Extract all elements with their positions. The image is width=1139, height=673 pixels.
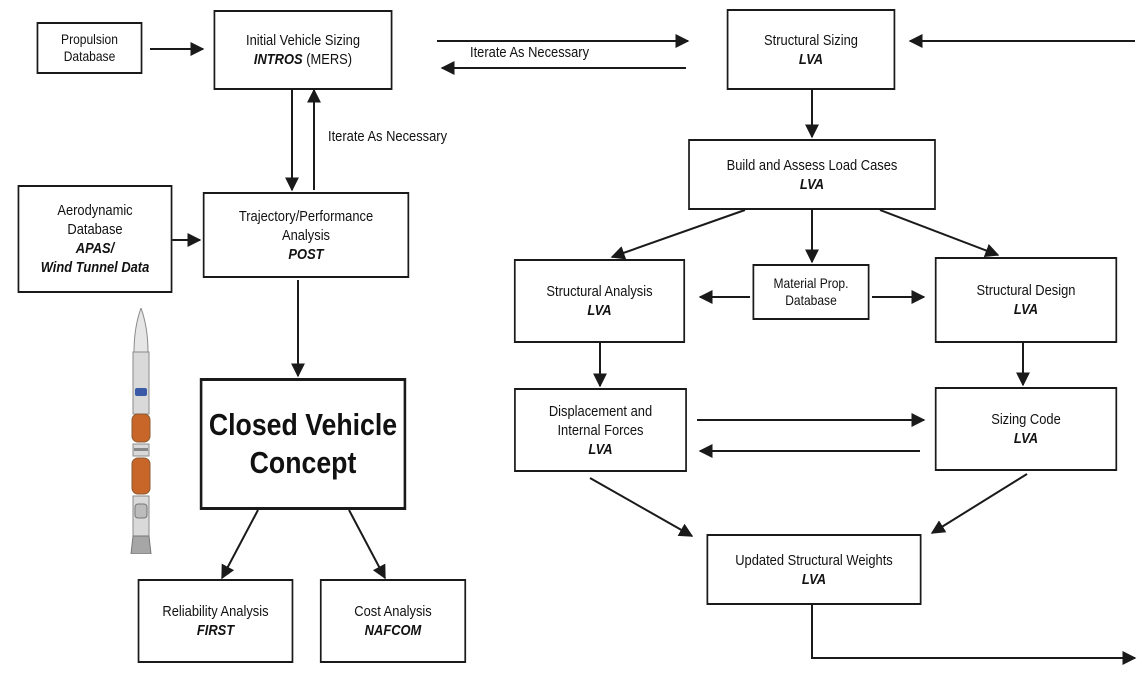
material-db-line1: Material Prop. xyxy=(773,275,849,291)
material-db-line2: Database xyxy=(785,292,837,308)
arrow-displacement-to-weights xyxy=(589,477,694,537)
structural-sizing-box[interactable]: Structural Sizing LVA xyxy=(726,9,896,90)
rocket-icon xyxy=(130,308,152,554)
sizing-code-tool: LVA xyxy=(1013,430,1039,447)
structural-analysis-title: Structural Analysis xyxy=(546,283,653,300)
closed-vehicle-line2: Concept xyxy=(249,445,357,480)
material-database-box[interactable]: Material Prop. Database xyxy=(752,264,870,320)
closed-vehicle-line1: Closed Vehicle xyxy=(208,407,398,442)
updated-structural-weights-box[interactable]: Updated Structural Weights LVA xyxy=(706,534,922,605)
load-cases-title: Build and Assess Load Cases xyxy=(726,156,898,174)
trajectory-line1: Trajectory/Performance xyxy=(238,207,374,225)
updated-weights-title: Updated Structural Weights xyxy=(735,551,893,569)
initial-vehicle-sizing-box[interactable]: Initial Vehicle Sizing INTROS (MERS) xyxy=(213,10,393,90)
arrow-weights-to-output xyxy=(811,605,1137,665)
structural-sizing-tool: LVA xyxy=(798,50,824,68)
aerodynamic-database-box[interactable]: Aerodynamic Database APAS/ Wind Tunnel D… xyxy=(17,185,173,293)
propulsion-database-line2: Database xyxy=(63,48,116,64)
closed-vehicle-concept-box[interactable]: Closed Vehicle Concept xyxy=(199,378,407,510)
structural-design-tool: LVA xyxy=(1013,301,1039,318)
reliability-tool: FIRST xyxy=(196,622,235,639)
structural-sizing-title: Structural Sizing xyxy=(764,31,858,49)
updated-weights-tool: LVA xyxy=(801,570,827,588)
displacement-line2: Internal Forces xyxy=(557,421,644,439)
displacement-line1: Displacement and xyxy=(548,402,653,420)
arrow-closed-to-cost xyxy=(348,509,386,580)
initial-sizing-title: Initial Vehicle Sizing xyxy=(245,32,361,49)
reliability-title: Reliability Analysis xyxy=(162,603,269,620)
load-cases-box[interactable]: Build and Assess Load Cases LVA xyxy=(688,139,936,210)
aero-db-line2: Database xyxy=(67,221,123,238)
sizing-code-box[interactable]: Sizing Code LVA xyxy=(934,387,1118,471)
initial-sizing-tool: INTROS xyxy=(253,51,303,68)
trajectory-line2: Analysis xyxy=(281,226,331,244)
initial-sizing-tool-line: INTROS (MERS) xyxy=(254,50,352,69)
initial-sizing-suffix: (MERS) xyxy=(302,51,353,68)
aero-db-tool2: Wind Tunnel Data xyxy=(40,259,150,276)
cost-analysis-box[interactable]: Cost Analysis NAFCOM xyxy=(319,579,467,663)
arrow-sizingcode-to-weights xyxy=(930,473,1028,534)
arrow-loadcases-to-analysis xyxy=(610,209,746,260)
trajectory-tool: POST xyxy=(288,245,324,263)
cost-title: Cost Analysis xyxy=(354,603,432,620)
load-cases-tool: LVA xyxy=(799,175,825,193)
structural-design-title: Structural Design xyxy=(976,282,1076,299)
aero-db-tool1: APAS/ xyxy=(75,240,115,257)
aero-db-line1: Aerodynamic xyxy=(57,202,133,219)
displacement-internal-forces-box[interactable]: Displacement and Internal Forces LVA xyxy=(514,388,687,472)
iterate-label-top: Iterate As Necessary xyxy=(470,44,590,61)
propulsion-database-box[interactable]: Propulsion Database xyxy=(36,22,143,74)
cost-tool: NAFCOM xyxy=(364,622,422,639)
arrow-loadcases-to-design xyxy=(879,209,1000,258)
propulsion-database-line1: Propulsion xyxy=(61,31,118,47)
arrow-closed-to-reliability xyxy=(221,509,259,580)
iterate-label-left: Iterate As Necessary xyxy=(328,128,448,145)
sizing-code-title: Sizing Code xyxy=(991,411,1061,428)
structural-analysis-box[interactable]: Structural Analysis LVA xyxy=(513,259,686,343)
structural-design-box[interactable]: Structural Design LVA xyxy=(934,257,1118,343)
trajectory-performance-box[interactable]: Trajectory/Performance Analysis POST xyxy=(202,192,410,278)
structural-analysis-tool: LVA xyxy=(587,302,612,319)
displacement-tool: LVA xyxy=(588,440,613,458)
reliability-analysis-box[interactable]: Reliability Analysis FIRST xyxy=(137,579,294,663)
